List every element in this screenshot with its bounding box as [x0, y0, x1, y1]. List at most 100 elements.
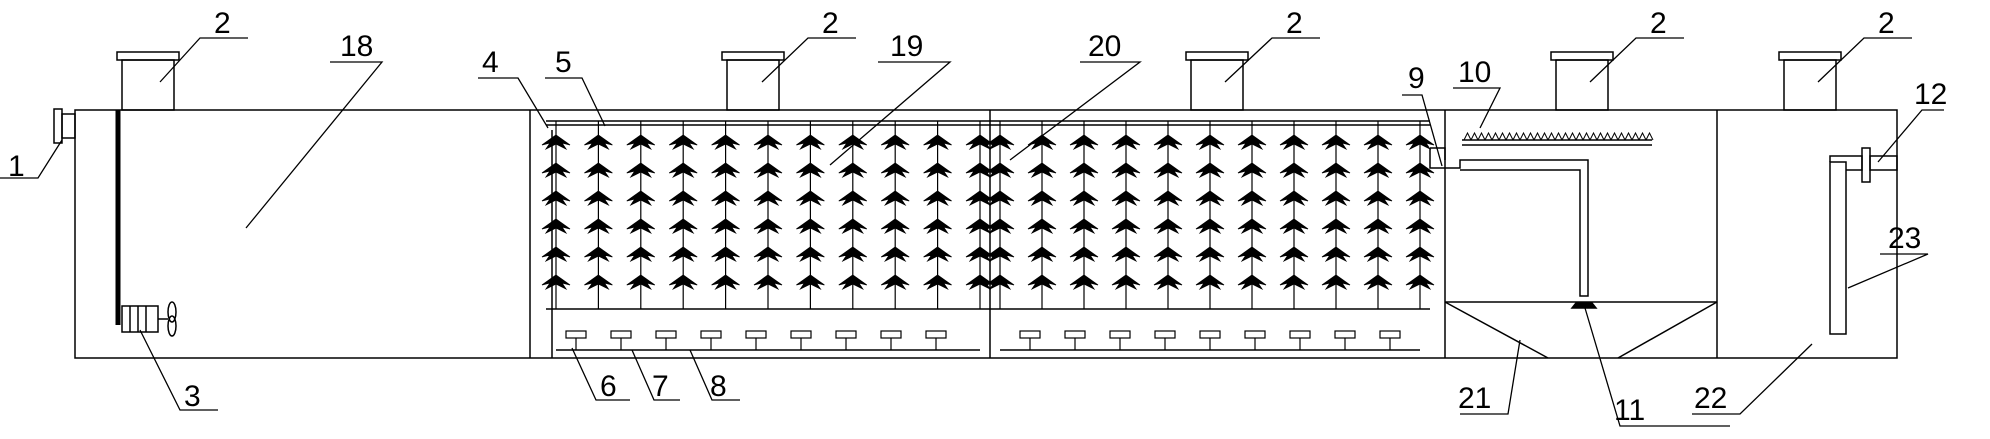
hopper-left: [1444, 301, 1549, 359]
outlet-stub: [1869, 155, 1898, 171]
central-pipe: [1429, 147, 1589, 297]
carrier-20-tuft: [1363, 190, 1393, 207]
carrier-19-tuft: [880, 274, 910, 291]
carrier-19-tuft: [838, 162, 868, 179]
carrier-20-tuft: [1405, 218, 1435, 235]
leader-19: [829, 61, 952, 166]
carrier-19-tuft: [923, 162, 952, 179]
weir-tooth: [1603, 131, 1612, 141]
weir-tooth: [1484, 131, 1493, 141]
weir-tooth: [1463, 131, 1472, 141]
carrier-20-tuft: [1153, 246, 1183, 263]
carrier-19-tuft: [838, 274, 868, 291]
carrier-20-tuft: [1111, 246, 1141, 263]
diffuser-19-diffuser: [880, 330, 902, 339]
carrier-19-tuft: [838, 134, 868, 151]
carrier-19-tuft: [923, 134, 952, 151]
carrier-19-tuft: [584, 162, 613, 179]
carrier-20-tuft: [1363, 218, 1393, 235]
carrier-19-tuft: [923, 246, 952, 263]
carrier-20-tuft: [1321, 274, 1351, 291]
diffuser-19-diffuser: [610, 330, 632, 339]
weir-tooth: [1568, 131, 1577, 141]
carrier-19-tuft: [753, 162, 783, 179]
weir-tooth: [1491, 131, 1500, 141]
effluent-pipe: [1829, 161, 1847, 335]
carrier-19-tuft: [584, 190, 613, 207]
carrier-19-tuft: [626, 134, 656, 151]
carrier-19-tuft: [965, 218, 995, 235]
carrier-19-tuft: [880, 218, 910, 235]
carrier-20-tuft: [1363, 162, 1393, 179]
label-11: 11: [1614, 394, 1645, 427]
weir-tooth: [1610, 131, 1619, 141]
carrier-19-tuft: [711, 134, 740, 151]
label-2b: 2: [822, 7, 839, 40]
weir-tooth: [1554, 131, 1563, 141]
carrier-20-tuft: [1153, 218, 1183, 235]
diffuser-20-diffuser: [1154, 330, 1176, 339]
diffuser-20-diffuser: [1109, 330, 1131, 339]
vent-3: [1185, 51, 1249, 111]
weir-tooth: [1582, 131, 1591, 141]
carrier-19-tuft: [923, 190, 952, 207]
carrier-20-tuft: [985, 134, 1015, 151]
label-23: 23: [1888, 222, 1921, 255]
carrier-19-tuft: [753, 190, 783, 207]
label-2e: 2: [1878, 7, 1895, 40]
label-2a: 2: [214, 7, 231, 40]
carrier-19-tuft: [965, 162, 995, 179]
carrier-19-tuft: [753, 274, 783, 291]
carrier-19-tuft: [796, 134, 825, 151]
carrier-19-tuft: [838, 218, 868, 235]
carrier-19-tuft: [796, 218, 825, 235]
carrier-19-tuft: [668, 134, 698, 151]
vent-5: [1778, 51, 1842, 111]
carrier-20-tuft: [1195, 274, 1225, 291]
label-20: 20: [1088, 30, 1121, 63]
carrier-20-tuft: [1405, 134, 1435, 151]
label-19: 19: [890, 30, 923, 63]
carrier-20-tuft: [1321, 218, 1351, 235]
leader-1: [0, 139, 63, 179]
carrier-20-tuft: [1111, 134, 1141, 151]
carrier-20-tuft: [1069, 162, 1099, 179]
label-9: 9: [1408, 62, 1425, 95]
carrier-19-tuft: [584, 274, 613, 291]
carrier-20-tuft: [1195, 162, 1225, 179]
carrier-19-tuft: [541, 162, 571, 179]
carrier-19-tuft: [753, 134, 783, 151]
weir-tooth: [1519, 131, 1528, 141]
carrier-19-tuft: [668, 274, 698, 291]
hopper-right: [1617, 301, 1718, 359]
leader-8: [689, 349, 740, 401]
leader-18: [245, 61, 384, 229]
carrier-20-tuft: [985, 246, 1015, 263]
carrier-19-tuft: [923, 218, 952, 235]
carrier-20-tuft: [985, 190, 1015, 207]
leader-21: [1460, 339, 1521, 415]
leader-9: [1402, 94, 1443, 167]
carrier-19-tuft: [541, 134, 571, 151]
carrier-20-tuft: [1405, 162, 1435, 179]
weir-tooth: [1638, 131, 1647, 141]
carrier-20-tuft: [1237, 246, 1267, 263]
carrier-19-tuft: [923, 274, 952, 291]
diffuser-20-diffuser: [1289, 330, 1311, 339]
carrier-20-tuft: [1027, 274, 1057, 291]
leader-2d: [1589, 37, 1684, 83]
outlet-flange: [1861, 147, 1871, 183]
weir-tooth: [1477, 131, 1486, 141]
carrier-20-tuft: [1321, 246, 1351, 263]
diffuser-19-diffuser: [700, 330, 722, 339]
label-6: 6: [600, 370, 617, 403]
label-2d: 2: [1650, 7, 1667, 40]
carrier-19-tuft: [626, 246, 656, 263]
diffuser-19-diffuser: [835, 330, 857, 339]
carrier-20-tuft: [1069, 190, 1099, 207]
weir-tooth: [1540, 131, 1549, 141]
leader-2a: [159, 37, 248, 83]
carrier-19-tuft: [626, 190, 656, 207]
carrier-19-tuft: [753, 218, 783, 235]
